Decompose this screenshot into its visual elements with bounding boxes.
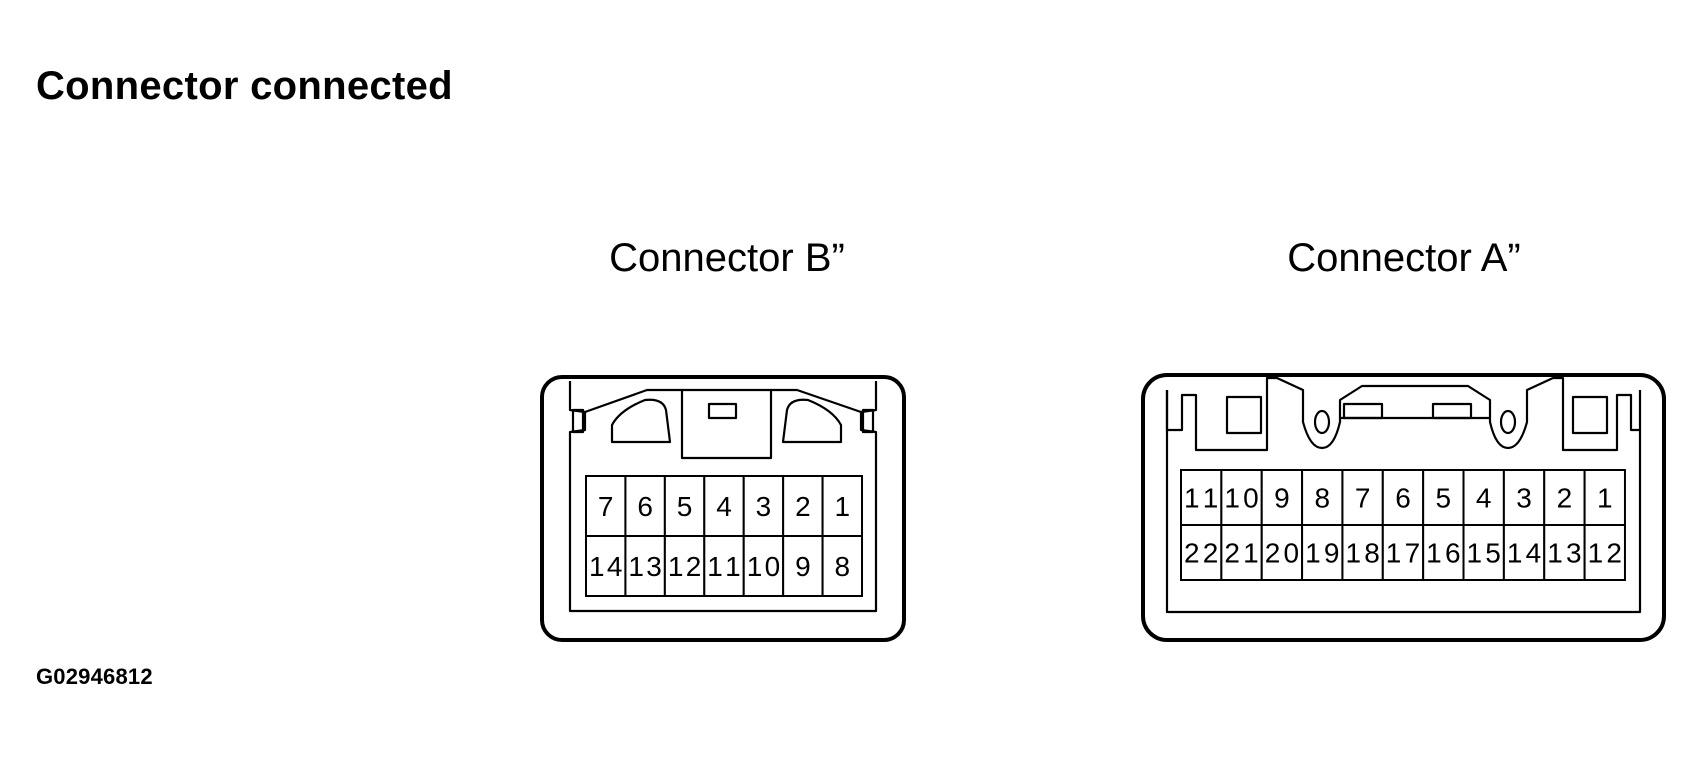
connector-b-pin-cell (782, 535, 824, 597)
connector-b-title: Connector B” (609, 236, 845, 280)
connector-a-pin-cell (1502, 469, 1546, 526)
connector-a-pin-cell (1180, 524, 1223, 581)
connector-b-pin-label: 9 (795, 551, 811, 582)
connector-b-latch (584, 388, 862, 414)
connector-b-right-pocket (781, 398, 843, 444)
connector-b-pin-cell (663, 535, 706, 597)
connector-b-pin-cell (585, 535, 627, 597)
connector-b-pin-label: 3 (756, 491, 772, 522)
connector-a-pin-label: 2 (1557, 483, 1573, 514)
connector-a-pin-cell (1422, 524, 1465, 581)
connector-a-pin-cell (1220, 524, 1263, 581)
connector-b-left-pocket (610, 398, 672, 444)
connector-a-right-window (1571, 395, 1609, 435)
connector-a-pin-cell (1260, 524, 1304, 581)
connector-a-right-peg (1499, 409, 1517, 435)
connector-b-pin-label: 4 (716, 491, 732, 522)
connector-a-pin-label: 6 (1395, 483, 1411, 514)
connector-a-pin-cell (1583, 469, 1626, 526)
connector-b-pin-label: 8 (835, 551, 851, 582)
connector-b-pin-label: 5 (677, 491, 693, 522)
connector-b-lock-tab (707, 402, 738, 420)
connector-b-right-rib (861, 408, 875, 434)
connector-a-pin-label: 7 (1355, 483, 1371, 514)
connector-a-pin-cell (1543, 524, 1586, 581)
connector-b-pin-cell (703, 475, 745, 537)
connector-a-pin-cell (1220, 469, 1263, 526)
connector-a-pin-label: 1 (1597, 483, 1613, 514)
connector-a-left-window (1225, 395, 1263, 435)
connector-a-pin-label: 5 (1436, 483, 1452, 514)
connector-b-pin-cell (821, 475, 864, 537)
connector-b-pin-cell (663, 475, 706, 537)
connector-b-left-rib (571, 408, 585, 434)
connector-b-pin-label: 7 (598, 491, 614, 522)
connector-a-pin-label: 8 (1314, 483, 1330, 514)
connector-b-latch-step (680, 390, 773, 460)
connector-b-pin-label: 2 (795, 491, 811, 522)
figure-id: G02946812 (36, 664, 153, 689)
connector-a-pin-label: 4 (1476, 483, 1492, 514)
connector-a-title: Connector A” (1287, 236, 1521, 280)
connector-a-pin-cell (1180, 469, 1223, 526)
connector-b-pin-cell (742, 475, 785, 537)
connector-a-inner-outline (1165, 390, 1642, 614)
connector-b-pin-label: 6 (637, 491, 653, 522)
page-title: Connector connected (36, 64, 453, 108)
connector-a-pin-cell (1583, 524, 1626, 581)
connector-b-pin-cell (821, 535, 864, 597)
connector-b-pin-cell (624, 535, 666, 597)
connector-a-pin-cell (1462, 524, 1505, 581)
connector-a-top-contour (1165, 376, 1640, 452)
connector-a-pin-cell (1502, 524, 1546, 581)
connector-a-left-peg (1313, 409, 1331, 435)
connector-a-pin-label: 3 (1516, 483, 1532, 514)
connector-b-pin-label: 1 (835, 491, 851, 522)
connector-a-pin-label: 9 (1274, 483, 1290, 514)
